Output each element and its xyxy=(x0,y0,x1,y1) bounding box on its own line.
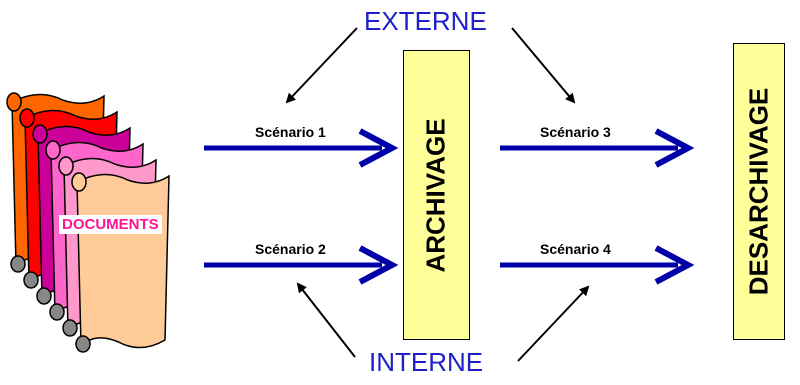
scenario-1-label: Scénario 1 xyxy=(255,124,326,140)
externe-to-scenario-3-arrow xyxy=(511,27,576,104)
interne-to-scenario-2-arrow xyxy=(296,282,356,358)
archivage-box: ARCHIVAGE xyxy=(403,50,470,340)
flow-arrow-scenario-2 xyxy=(204,245,399,285)
flow-arrow-scenario-1 xyxy=(204,128,399,168)
document-scroll xyxy=(71,172,170,353)
scenario-3-label: Scénario 3 xyxy=(540,124,611,140)
interne-to-scenario-4-arrow xyxy=(517,285,590,362)
archivage-label: ARCHIVAGE xyxy=(421,117,451,273)
scenario-2-label: Scénario 2 xyxy=(255,241,326,257)
documents-label: DOCUMENTS xyxy=(59,215,162,234)
interne-label: INTERNE xyxy=(369,347,484,377)
scenario-4-label: Scénario 4 xyxy=(540,241,611,257)
flow-arrow-scenario-4 xyxy=(500,245,695,285)
desarchivage-label: DESARCHIVAGE xyxy=(743,87,774,296)
flow-arrow-scenario-3 xyxy=(500,128,695,168)
externe-to-scenario-1-arrow xyxy=(285,27,358,104)
desarchivage-box: DESARCHIVAGE xyxy=(733,43,785,340)
externe-label: EXTERNE xyxy=(364,6,487,36)
